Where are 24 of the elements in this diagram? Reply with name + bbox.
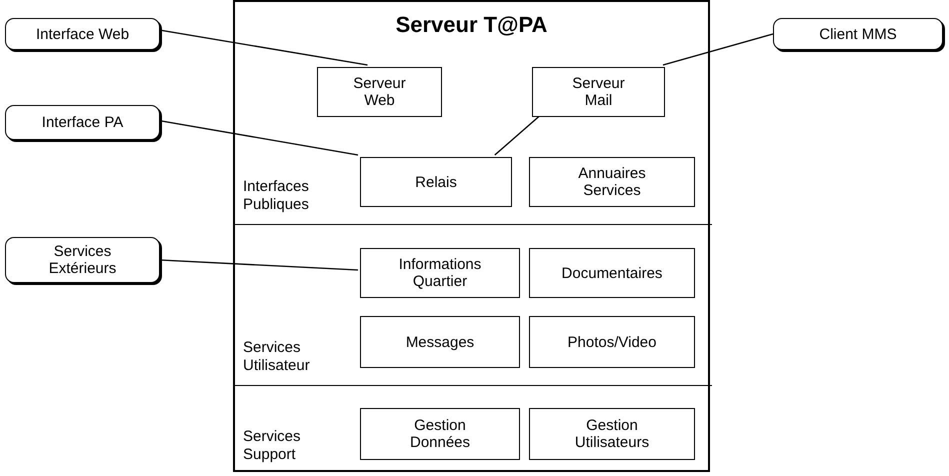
server-frame (233, 0, 710, 472)
connector-line (160, 259, 358, 271)
layer-label: Services Utilisateur (243, 339, 311, 375)
component-box: Relais (360, 157, 512, 207)
component-box: Gestion Données (360, 408, 520, 460)
external-box: Interface Web (5, 18, 160, 50)
connector-line (160, 30, 368, 66)
component-box: Informations Quartier (360, 248, 520, 298)
component-box: Messages (360, 316, 520, 368)
connector-line (160, 120, 358, 156)
component-box: Annuaires Services (529, 157, 695, 207)
connector-line (662, 33, 774, 66)
external-box: Client MMS (773, 18, 943, 50)
connector-line (494, 114, 542, 156)
external-box: Interface PA (5, 105, 160, 140)
external-box: Services Extérieurs (5, 237, 160, 283)
component-box: Documentaires (529, 248, 695, 298)
component-box: Photos/Video (529, 316, 695, 368)
component-box: Serveur Mail (532, 67, 665, 117)
server-label: Serveur T@PA (394, 12, 548, 38)
component-box: Serveur Web (317, 67, 442, 117)
layer-label: Interfaces Publiques (243, 178, 310, 214)
layer-label: Services Support (243, 428, 302, 464)
component-box: Gestion Utilisateurs (529, 408, 695, 460)
